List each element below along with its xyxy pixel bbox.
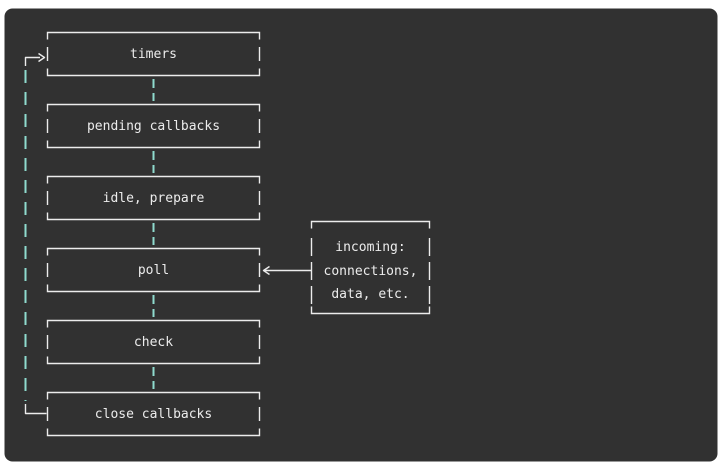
box-border-bottom [46, 140, 261, 149]
box-border-bottom [46, 428, 261, 437]
incoming-arrowhead-icon [262, 265, 270, 276]
phase-label: poll [138, 263, 169, 278]
feedback-loop [24, 52, 47, 415]
box-border-top [46, 391, 261, 400]
box-border-sides [46, 191, 261, 205]
phase-label: timers [130, 47, 177, 62]
box-border-bottom [310, 306, 431, 315]
phase-box-timers: timers [46, 31, 261, 77]
box-border-bottom [46, 68, 261, 77]
diagram-panel [4, 8, 718, 462]
box-border-top [46, 319, 261, 328]
incoming-box: incoming: connections, data, etc. [310, 220, 431, 315]
incoming-line-1: incoming: [335, 240, 405, 255]
box-border-bottom [46, 212, 261, 221]
loop-top-corner [24, 56, 40, 66]
phase-label: idle, prepare [103, 191, 205, 206]
phase-box-close-callbacks: close callbacks [46, 391, 261, 437]
phase-label: close callbacks [95, 407, 212, 422]
phase-label: pending callbacks [87, 119, 220, 134]
box-border-sides [46, 119, 261, 133]
box-border-sides [46, 47, 261, 61]
loop-top-arrowhead-icon [38, 52, 46, 63]
box-border-top [310, 220, 431, 229]
incoming-line-2: connections, [324, 264, 418, 279]
box-border-sides [46, 407, 261, 421]
box-border-bottom [46, 284, 261, 293]
incoming-line-3: data, etc. [331, 287, 409, 302]
box-border-top [46, 103, 261, 112]
phase-box-idle-prepare: idle, prepare [46, 175, 261, 221]
box-border-top [46, 175, 261, 184]
phase-box-pending-callbacks: pending callbacks [46, 103, 261, 149]
box-border-bottom [46, 356, 261, 365]
phase-label: check [134, 335, 173, 350]
box-border-top [46, 247, 261, 256]
box-border-sides [46, 335, 261, 349]
box-border-top [46, 31, 261, 40]
loop-bottom-corner [24, 404, 47, 415]
incoming-arrow [262, 265, 311, 276]
box-border-sides [46, 263, 261, 277]
phase-box-poll: poll [46, 247, 261, 293]
phase-box-check: check [46, 319, 261, 365]
